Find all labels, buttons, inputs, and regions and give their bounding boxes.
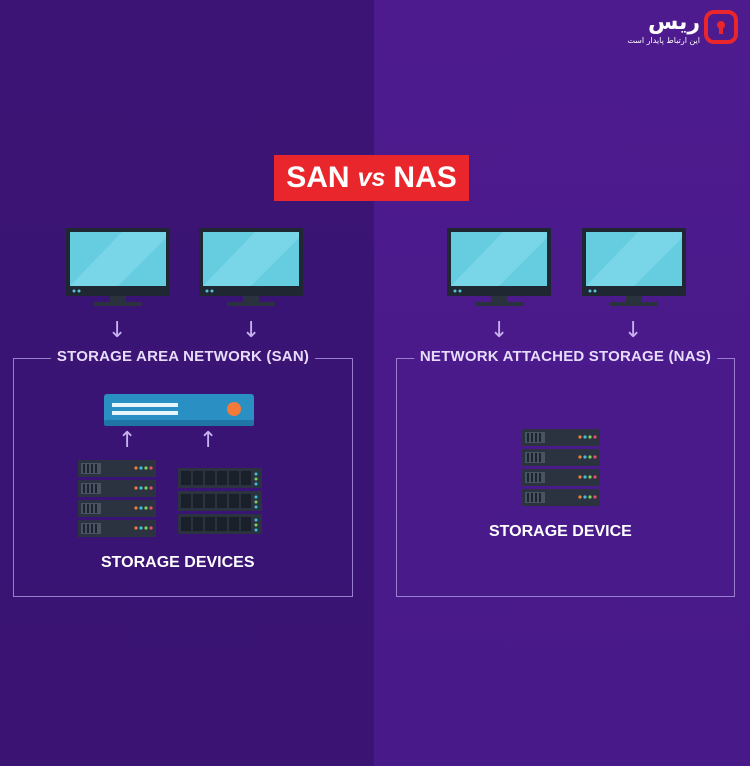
arrow-down-icon: ↓ xyxy=(242,318,261,343)
title-nas: NAS xyxy=(393,161,457,194)
left-panel xyxy=(0,0,374,766)
server-rack-icon xyxy=(78,460,156,537)
monitor-icon xyxy=(447,228,551,306)
lock-icon xyxy=(704,10,738,44)
arrow-down-icon: ↓ xyxy=(490,318,509,343)
san-frame: STORAGE AREA NETWORK (SAN) xyxy=(13,348,353,597)
disk-array-icon xyxy=(178,468,262,534)
right-panel xyxy=(374,0,750,766)
nas-caption: STORAGE DEVICE xyxy=(489,523,632,540)
arrow-down-icon: ↓ xyxy=(624,318,643,343)
nas-frame: NETWORK ATTACHED STORAGE (NAS) xyxy=(396,348,735,597)
arrow-up-icon: ↑ xyxy=(199,428,218,453)
network-switch-icon xyxy=(104,394,254,426)
page-title: SAN vs NAS xyxy=(274,155,469,201)
san-label: STORAGE AREA NETWORK (SAN) xyxy=(50,348,316,365)
nas-label: NETWORK ATTACHED STORAGE (NAS) xyxy=(413,348,718,365)
arrow-up-icon: ↑ xyxy=(118,428,137,453)
san-caption: STORAGE DEVICES xyxy=(101,554,255,571)
monitor-icon xyxy=(582,228,686,306)
title-vs: vs xyxy=(357,163,386,192)
arrow-down-icon: ↓ xyxy=(108,318,127,343)
logo-tagline: این ارتباط پایدار است xyxy=(627,36,700,45)
server-rack-icon xyxy=(522,429,600,506)
monitor-icon xyxy=(66,228,170,306)
brand-logo[interactable]: ریس این ارتباط پایدار است xyxy=(604,8,740,48)
monitor-icon xyxy=(199,228,303,306)
title-san: SAN xyxy=(286,161,350,194)
logo-wordmark: ریس xyxy=(647,10,700,35)
